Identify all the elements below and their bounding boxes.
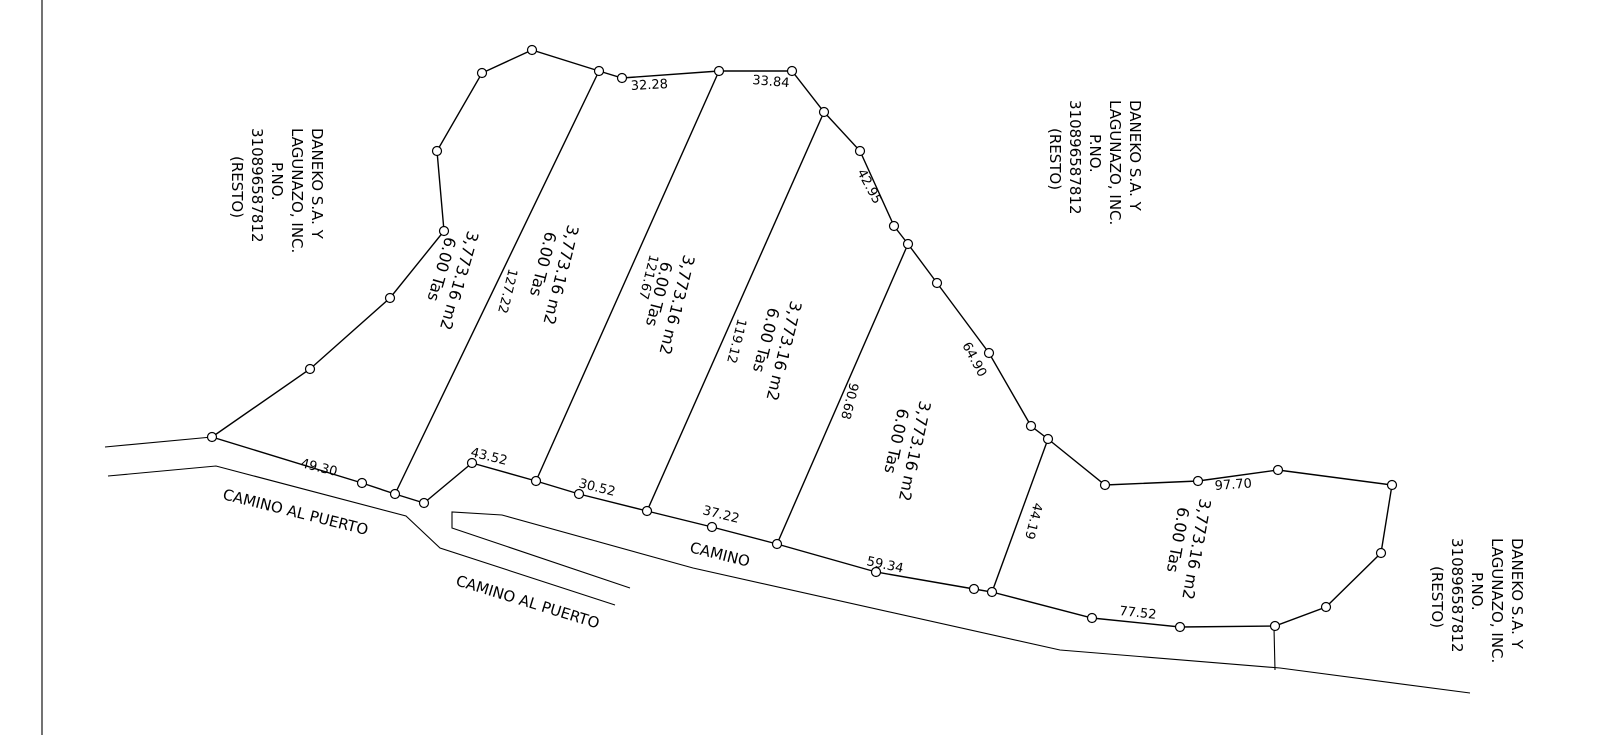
dim-right-2: 64.90 (958, 340, 989, 380)
owner-tr-line-3: P.NO. (1086, 134, 1104, 173)
road-label-camino: CAMINO (688, 538, 752, 570)
road-label-camino-al-puerto-1: CAMINO AL PUERTO (221, 485, 370, 539)
road-edge-lower (107, 465, 616, 606)
dim-division-3: 119.12 (723, 317, 749, 365)
owner-label-bottom-right: DANEKO S.A. Y LAGUNAZO, INC. P.NO. 31089… (1428, 538, 1526, 663)
road-edge-upper (104, 436, 213, 448)
road-edge-branch (451, 511, 1471, 694)
vertex-markers (206, 44, 1398, 633)
lot-5-label: 3,773.16 m2 6.00 Tas (880, 399, 934, 503)
dim-division-4: 90.68 (837, 381, 861, 421)
owner-left-line-5: (RESTO) (228, 156, 246, 218)
dim-right-3: 97.70 (1214, 476, 1252, 494)
dim-top-1: 32.28 (630, 77, 668, 94)
boundary-tick (1273, 627, 1276, 671)
owner-label-top-right: DANEKO S.A. Y LAGUNAZO, INC. P.NO. 31089… (1046, 100, 1144, 225)
lot-area-labels: 3,773.16 m2 6.00 Tas 3,773.16 m2 6.00 Ta… (423, 223, 1215, 601)
owner-br-line-4: 310896587812 (1448, 538, 1466, 653)
lot-6-label: 3,773.16 m2 6.00 Tas (1163, 497, 1215, 601)
owner-left-line-3: P.NO. (268, 162, 286, 201)
division-line-2 (535, 70, 720, 482)
owner-tr-line-5: (RESTO) (1046, 128, 1064, 190)
owner-tr-line-4: 310896587812 (1066, 100, 1084, 215)
division-line-5 (991, 438, 1049, 593)
dim-division-5: 44.19 (1021, 501, 1045, 541)
owner-br-line-3: P.NO. (1468, 572, 1486, 611)
property-boundary (210, 49, 1393, 628)
dim-right-1: 42.95 (853, 167, 884, 207)
owner-tr-line-1: DANEKO S.A. Y (1126, 100, 1144, 212)
dim-bottom-6: 77.52 (1119, 604, 1158, 623)
owner-left-line-1: DANEKO S.A. Y (308, 128, 326, 240)
lot-4-label: 3,773.16 m2 6.00 Tas (749, 299, 806, 403)
owner-label-left: DANEKO S.A. Y LAGUNAZO, INC. P.NO. 31089… (228, 128, 326, 253)
owner-br-line-1: DANEKO S.A. Y (1508, 538, 1526, 650)
owner-left-line-2: LAGUNAZO, INC. (288, 128, 306, 253)
division-line-1 (394, 70, 600, 495)
division-line-4 (776, 243, 909, 545)
dim-top-2: 33.84 (752, 73, 790, 91)
road-label-camino-al-puerto-2: CAMINO AL PUERTO (454, 572, 602, 633)
owner-br-line-5: (RESTO) (1428, 566, 1446, 628)
lot-1-label: 3,773.16 m2 6.00 Tas (423, 229, 482, 332)
owner-left-line-4: 310896587812 (248, 128, 266, 243)
dim-bottom-4: 37.22 (701, 503, 741, 527)
dim-division-1: 127.22 (494, 267, 520, 315)
owner-br-line-2: LAGUNAZO, INC. (1488, 538, 1506, 663)
lot-2-label: 3,773.16 m2 6.00 Tas (526, 223, 583, 327)
dim-bottom-1: 49.30 (299, 456, 339, 480)
division-line-3 (646, 111, 825, 512)
owner-tr-line-2: LAGUNAZO, INC. (1106, 100, 1124, 225)
